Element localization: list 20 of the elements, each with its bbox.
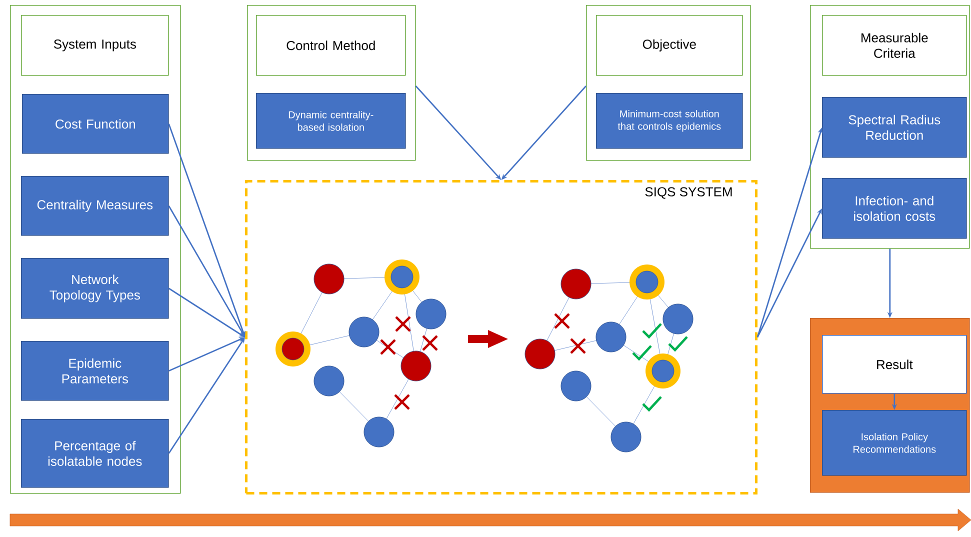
heading-box: Measurable Criteria <box>822 15 967 76</box>
group-frame <box>247 5 416 161</box>
criterion-box: Infection- and isolation costs <box>822 178 967 239</box>
recommendation-box: Isolation Policy Recommendations <box>822 410 967 476</box>
group-frame <box>810 5 970 249</box>
heading-box: Result <box>822 335 967 394</box>
input-box: Cost Function <box>22 94 169 154</box>
heading-box: Control Method <box>256 15 406 76</box>
input-box: Network Topology Types <box>21 258 169 319</box>
objective-box: Minimum-cost solution that controls epidemics <box>596 93 743 149</box>
heading-box: Objective <box>596 15 743 76</box>
method-box: Dynamic centrality-based isolation <box>256 93 406 149</box>
input-box: Epidemic Parameters <box>21 341 169 401</box>
group-frame <box>586 5 751 161</box>
input-box: Percentage of isolatable nodes <box>21 419 169 488</box>
group-frame <box>10 5 181 494</box>
heading-box: System Inputs <box>21 15 169 76</box>
box-heading: SIQS SYSTEM <box>645 187 732 199</box>
input-box: Centrality Measures <box>21 176 169 236</box>
criterion-box: Spectral Radius Reduction <box>822 97 967 158</box>
